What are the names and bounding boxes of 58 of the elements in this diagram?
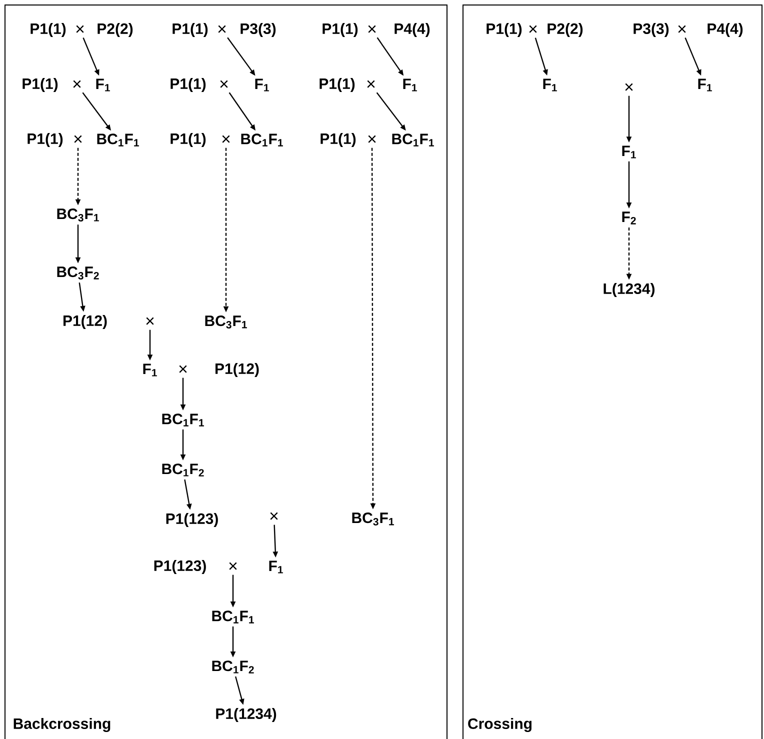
cross-sign: ×	[74, 135, 82, 143]
generation-label: BC$_{1}$F$_{1}$	[97, 134, 139, 146]
generation-label: P3(3)	[240, 23, 276, 37]
cross-sign: ×	[179, 365, 187, 373]
generation-label: P1(1)	[486, 23, 522, 37]
cross-sign: ×	[218, 25, 226, 33]
generation-label: BC$_{3}$F$_{1}$	[57, 208, 99, 222]
generation-label: P2(2)	[548, 23, 583, 37]
generation-label: P1(1)	[320, 133, 356, 147]
generation-label: BC$_{3}$F$_{1}$	[352, 512, 394, 526]
cross-sign: ×	[222, 135, 230, 143]
generation-label: F$_{1}$	[96, 78, 110, 92]
generation-label: BC$_{3}$F$_{1}$	[205, 316, 247, 328]
generation-label: P1(1234)	[216, 708, 276, 722]
generation-label: BC$_{3}$F$_{2}$	[57, 266, 99, 280]
generation-label: F$_{1}$	[622, 146, 636, 158]
generation-label: BC$_{1}$F$_{1}$	[392, 134, 434, 146]
generation-label: BC$_{1}$F$_{1}$	[241, 134, 283, 146]
generation-label: F$_{1}$	[698, 78, 712, 92]
generation-label: P4(4)	[394, 23, 430, 37]
cross-sign: ×	[76, 25, 84, 33]
generation-label: F$_{2}$	[622, 212, 636, 224]
generation-label: BC$_{1}$F$_{1}$	[212, 610, 254, 624]
generation-label: P4(4)	[708, 23, 743, 37]
generation-label: P1(1)	[22, 78, 58, 92]
generation-label: P1(123)	[154, 560, 206, 574]
generation-label: L(1234)	[604, 283, 654, 297]
generation-label: P1(1)	[172, 23, 208, 37]
generation-label: F$_{1}$	[255, 78, 269, 92]
cross-sign: ×	[368, 135, 376, 143]
generation-label: P3(3)	[634, 23, 669, 37]
cross-sign: ×	[529, 25, 537, 33]
generation-label: BC$_{1}$F$_{2}$	[162, 464, 204, 476]
cross-sign: ×	[220, 80, 228, 88]
generation-label: P1(1)	[170, 133, 206, 147]
generation-label: P2(2)	[98, 23, 133, 37]
generation-label: F$_{1}$	[269, 560, 283, 574]
generation-label: P1(1)	[322, 23, 358, 37]
cross-sign: ×	[270, 512, 278, 520]
cross-sign: ×	[73, 80, 81, 88]
cross-sign: ×	[368, 25, 376, 33]
generation-label: F$_{1}$	[403, 78, 417, 92]
generation-label: BC$_{1}$F$_{1}$	[162, 414, 204, 426]
generation-label: P1(12)	[216, 363, 259, 377]
generation-label: F$_{1}$	[143, 364, 157, 376]
generation-label: P1(1)	[28, 133, 63, 147]
cross-sign: ×	[678, 25, 686, 33]
generation-label: F$_{1}$	[543, 78, 557, 92]
cross-sign: ×	[146, 317, 154, 325]
cross-sign: ×	[229, 562, 237, 570]
generation-label: P1(123)	[166, 513, 218, 527]
generation-label: P1(1)	[30, 23, 66, 37]
generation-label: P1(1)	[320, 78, 355, 92]
cross-sign: ×	[367, 80, 375, 88]
generation-label: P1(12)	[64, 315, 107, 329]
generation-label: BC$_{1}$F$_{2}$	[212, 660, 254, 674]
generation-label: P1(1)	[170, 78, 206, 92]
cross-sign: ×	[625, 83, 633, 91]
